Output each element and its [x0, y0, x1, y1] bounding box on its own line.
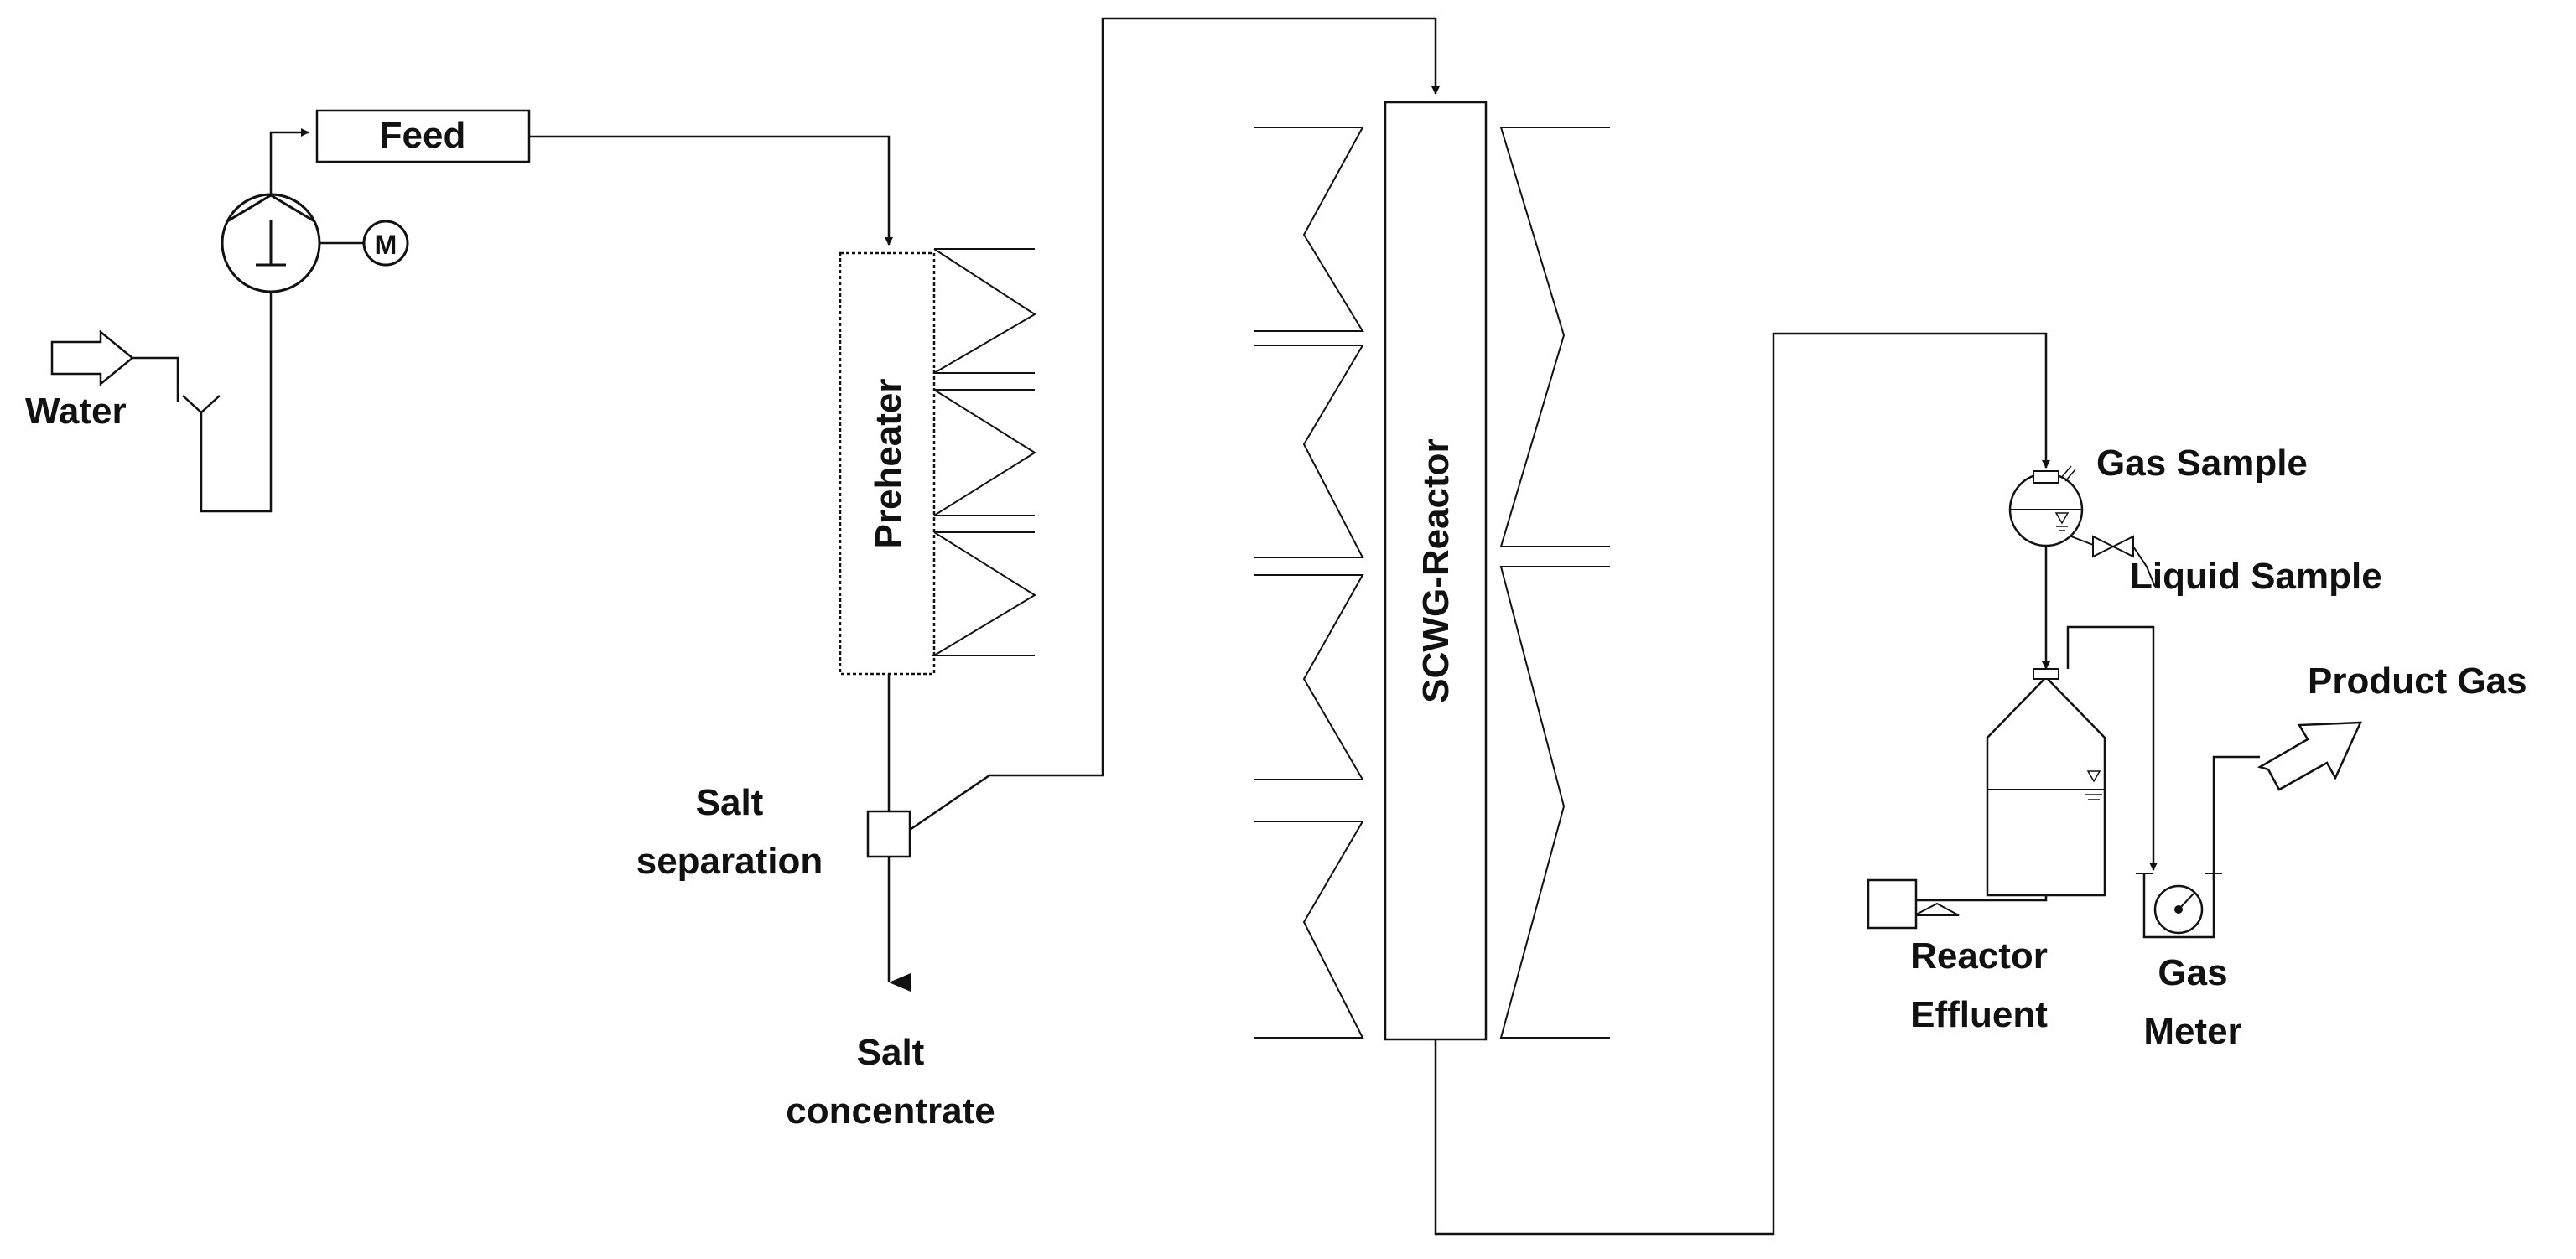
feed-label: Feed	[380, 115, 466, 156]
effluent-tank	[1986, 668, 2106, 897]
water-inlet-arrow-icon	[50, 329, 134, 386]
motor-icon	[362, 220, 409, 267]
gas-sample-label: Gas Sample	[2096, 443, 2308, 484]
funnel-icon	[132, 356, 221, 414]
liquid-sample-label: Liquid Sample	[2130, 556, 2382, 597]
reactor-to-sampling-pipe	[1434, 332, 2050, 1236]
reactor-right-heater-zones	[1499, 127, 1610, 1039]
salt-concentrate-label-line1: Salt	[857, 1032, 925, 1073]
product-gas-arrow-icon	[2257, 721, 2362, 791]
sampling-separator-icon	[2008, 465, 2084, 547]
separator-to-reactor-pipe	[909, 17, 1440, 832]
preheater-heater-zones	[931, 248, 1036, 656]
salt-separation-label-line1: Salt	[696, 782, 764, 823]
gas-meter-label-line1: Gas	[2158, 952, 2227, 993]
preheater-vessel	[839, 251, 936, 676]
scwg-reactor-vessel	[1384, 101, 1488, 1041]
reactor-effluent-label-line2: Effluent	[1910, 994, 2048, 1035]
tank-effluent-outlet-pipe	[1916, 895, 2048, 902]
effluent-collector	[1867, 878, 1918, 930]
reactor-label: SCWG-Reactor	[1415, 438, 1457, 702]
reactor-left-heater-zones	[1254, 127, 1364, 1039]
salt-concentrate-label-line2: concentrate	[786, 1091, 995, 1132]
pump-icon	[221, 193, 321, 293]
tank-to-gasmeter-pipe	[2066, 625, 2158, 871]
gasmeter-to-product-pipe	[2212, 755, 2260, 880]
motor-label: M	[375, 230, 397, 260]
gas-meter-label-line2: Meter	[2143, 1011, 2241, 1052]
salt-separator	[866, 810, 911, 858]
product-gas-label: Product Gas	[2308, 661, 2527, 702]
effluent-scale-icon	[1914, 902, 1960, 916]
reactor-effluent-label-line1: Reactor	[1910, 935, 2048, 977]
salt-separation-label-line2: separation	[636, 841, 823, 882]
preheater-label: Preheater	[868, 378, 909, 548]
pump-to-feed-pipe	[269, 128, 309, 194]
water-label: Water	[25, 391, 127, 432]
feed-to-preheater-pipe	[529, 135, 893, 246]
liquid-sample-valve-icon	[2070, 535, 2156, 588]
gas-meter-icon	[2136, 873, 2222, 939]
feed-vessel	[315, 109, 531, 163]
water-to-pump-pipe	[200, 293, 273, 513]
